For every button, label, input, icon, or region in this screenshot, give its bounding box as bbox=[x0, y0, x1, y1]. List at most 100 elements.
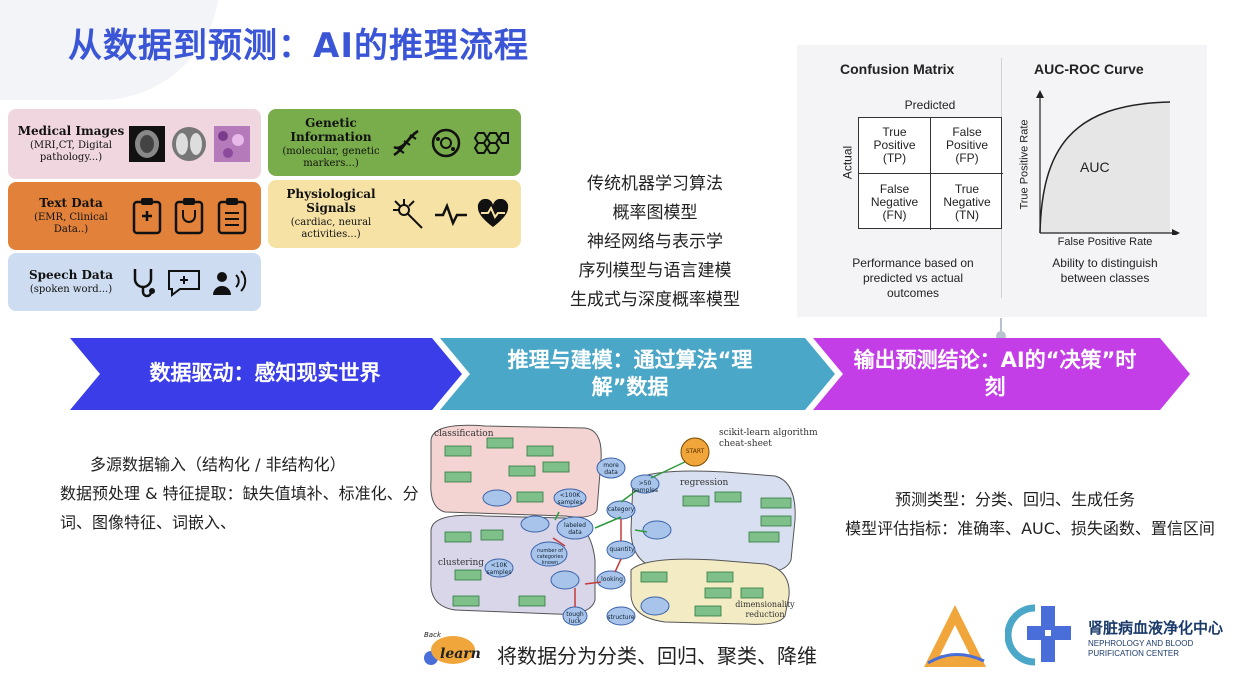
auc-area bbox=[1040, 102, 1170, 233]
brand-en-line: PURIFICATION CENTER bbox=[1088, 649, 1179, 658]
method-item: 概率图模型 bbox=[612, 203, 698, 223]
cell-icon bbox=[432, 128, 461, 157]
input-desc-line: 数据预处理 & 特征提取：缺失值填补、标准化、分词、图像特征、词嵌入、 bbox=[60, 484, 419, 532]
connector-line bbox=[1000, 318, 1002, 336]
start-node bbox=[680, 437, 710, 467]
card-physiological-signals: Physiological Signals(cardiac, neural ac… bbox=[268, 180, 521, 248]
auc-caption: Ability to distinguish between classes bbox=[1052, 256, 1158, 285]
medical-clipboard-icon bbox=[132, 198, 162, 235]
checklist-icon bbox=[217, 198, 247, 235]
card-text-data: Text Data (EMR, Clinical Data..) bbox=[8, 182, 261, 250]
card-detail: (cardiac, neural activities...) bbox=[290, 217, 372, 240]
molecule-lattice-icon bbox=[473, 131, 509, 154]
cm-cell-tn: True Negative (TN) bbox=[943, 181, 991, 222]
start-label: START bbox=[685, 448, 705, 455]
speaking-person-icon bbox=[212, 270, 247, 295]
node-label: <100K samples bbox=[557, 492, 583, 506]
output-description: 预测类型：分类、回归、生成任务 模型评估指标：准确率、AUC、损失函数、置信区间 bbox=[840, 485, 1220, 543]
card-genetic-information: Genetic Information(molecular, genetic m… bbox=[268, 109, 521, 176]
flow-chevrons bbox=[70, 338, 1190, 410]
card-heading: Speech Data bbox=[28, 268, 114, 282]
x-axis-arrow bbox=[1172, 229, 1180, 235]
output-desc-line: 模型评估指标：准确率、AUC、损失函数、置信区间 bbox=[845, 519, 1215, 538]
methods-list: 传统机器学习算法 概率图模型 神经网络与表示学 序列模型与语言建模 生成式与深度… bbox=[520, 170, 790, 315]
speech-bubble-icon bbox=[168, 270, 201, 297]
card-heading: Text Data bbox=[39, 196, 103, 210]
actual-label: Actual bbox=[840, 145, 855, 180]
heart-pulse-icon bbox=[477, 199, 508, 227]
card-detail: (EMR, Clinical Data..) bbox=[34, 212, 108, 235]
node-label: number of categories known bbox=[536, 548, 564, 566]
flow-step-output: 输出预测结论：AI的“决策”时刻 bbox=[853, 348, 1137, 399]
confusion-matrix-caption: Performance based on predicted vs actual… bbox=[852, 256, 974, 300]
region-label: regression bbox=[680, 478, 729, 488]
page-title: 从数据到预测：AI的推理流程 bbox=[68, 26, 529, 66]
confusion-matrix-grid: True Positive (TP) False Positive (FP) F… bbox=[858, 117, 1003, 230]
cm-cell-fp: False Positive (FP) bbox=[931, 118, 1003, 174]
triangle-logo-icon bbox=[924, 605, 986, 667]
confusion-matrix-title: Confusion Matrix bbox=[840, 61, 955, 77]
y-axis-arrow bbox=[1036, 90, 1044, 98]
chevron-output bbox=[813, 338, 1190, 410]
method-item: 传统机器学习算法 bbox=[587, 174, 723, 194]
card-detail: (spoken word...) bbox=[29, 284, 113, 295]
region-label: classification bbox=[434, 429, 494, 439]
node-label: labeled data bbox=[563, 522, 586, 536]
card-medical-images: Medical Images (MRI,CT, Digital pathology… bbox=[8, 109, 261, 179]
card-heading: Medical Images bbox=[17, 124, 125, 138]
kidney-center-logo-icon bbox=[1005, 604, 1071, 666]
flow-step-reasoning: 推理与建模：通过算法“理解”数据 bbox=[507, 348, 753, 399]
roc-curve-plot bbox=[1036, 90, 1180, 235]
heartbeat-line-icon bbox=[434, 202, 467, 226]
node-label: more data bbox=[603, 462, 619, 476]
neuron-icon bbox=[392, 199, 423, 229]
cheatsheet-title: scikit-learn algorithm cheat-sheet bbox=[719, 428, 818, 449]
card-speech-data: Speech Data (spoken word...) bbox=[8, 253, 261, 311]
pathology-slide-icon bbox=[213, 126, 250, 162]
brain-scan-icon bbox=[129, 126, 166, 162]
region-label: clustering bbox=[438, 558, 485, 568]
stethoscope-icon bbox=[133, 269, 156, 298]
chevron-reasoning bbox=[440, 338, 835, 410]
connector-dot bbox=[996, 331, 1006, 341]
card-heading: Genetic Information bbox=[290, 115, 372, 144]
method-item: 生成式与深度概率模型 bbox=[570, 290, 740, 310]
auc-roc-title: AUC-ROC Curve bbox=[1034, 61, 1144, 77]
input-desc-line: 多源数据输入（结构化 / 非结构化） bbox=[90, 455, 346, 474]
back-learn-top-text: Back bbox=[424, 631, 441, 639]
chest-ct-icon bbox=[172, 127, 207, 161]
output-desc-line: 预测类型：分类、回归、生成任务 bbox=[894, 490, 1135, 509]
node-label: category bbox=[607, 506, 635, 513]
card-heading: Physiological Signals bbox=[286, 187, 376, 215]
cheatsheet-caption: 将数据分为分类、回归、聚类、降维 bbox=[497, 644, 817, 668]
node-label: >50 samples bbox=[633, 480, 658, 494]
sklearn-cheatsheet-diagram bbox=[425, 420, 830, 630]
method-item: 序列模型与语言建模 bbox=[578, 261, 732, 281]
dna-icon bbox=[393, 129, 419, 156]
back-learn-bottom-text: learn bbox=[440, 646, 481, 662]
region-label: dimensionality reduction bbox=[735, 600, 795, 619]
input-description: 多源数据输入（结构化 / 非结构化） 数据预处理 & 特征提取：缺失值填补、标准… bbox=[60, 450, 430, 537]
cm-cell-tp: True Positive (TP) bbox=[859, 118, 931, 174]
predicted-label: Predicted bbox=[904, 98, 956, 112]
back-learn-logo-icon bbox=[424, 636, 475, 665]
auc-area-label: AUC bbox=[1080, 159, 1110, 175]
region-clustering bbox=[430, 514, 596, 615]
stethoscope-clipboard-icon bbox=[175, 198, 204, 235]
cm-cell-fn: False Negative (FN) bbox=[859, 174, 931, 230]
card-detail: (MRI,CT, Digital pathology...) bbox=[29, 140, 112, 163]
roc-curve bbox=[1039, 101, 1171, 234]
brand-name-en: NEPHROLOGY AND BLOOD PURIFICATION CENTER bbox=[1088, 639, 1193, 659]
node-label: structure bbox=[607, 614, 635, 621]
node-label: quantity bbox=[609, 546, 635, 553]
tpr-axis-label: True Positive Rate bbox=[1018, 119, 1031, 210]
node-label: looking bbox=[601, 576, 623, 583]
node-label: <10K samples bbox=[486, 562, 512, 576]
card-detail: (molecular, genetic markers...) bbox=[282, 145, 380, 169]
flow-step-data-driven: 数据驱动：感知现实世界 bbox=[149, 361, 381, 385]
method-item: 神经网络与表示学 bbox=[587, 232, 723, 252]
brand-name-cn: 肾脏病血液净化中心 bbox=[1088, 619, 1224, 637]
brand-en-line: NEPHROLOGY AND BLOOD bbox=[1088, 639, 1194, 648]
fpr-axis-label: False Positive Rate bbox=[1057, 236, 1153, 248]
node-label: tough luck bbox=[566, 611, 584, 625]
